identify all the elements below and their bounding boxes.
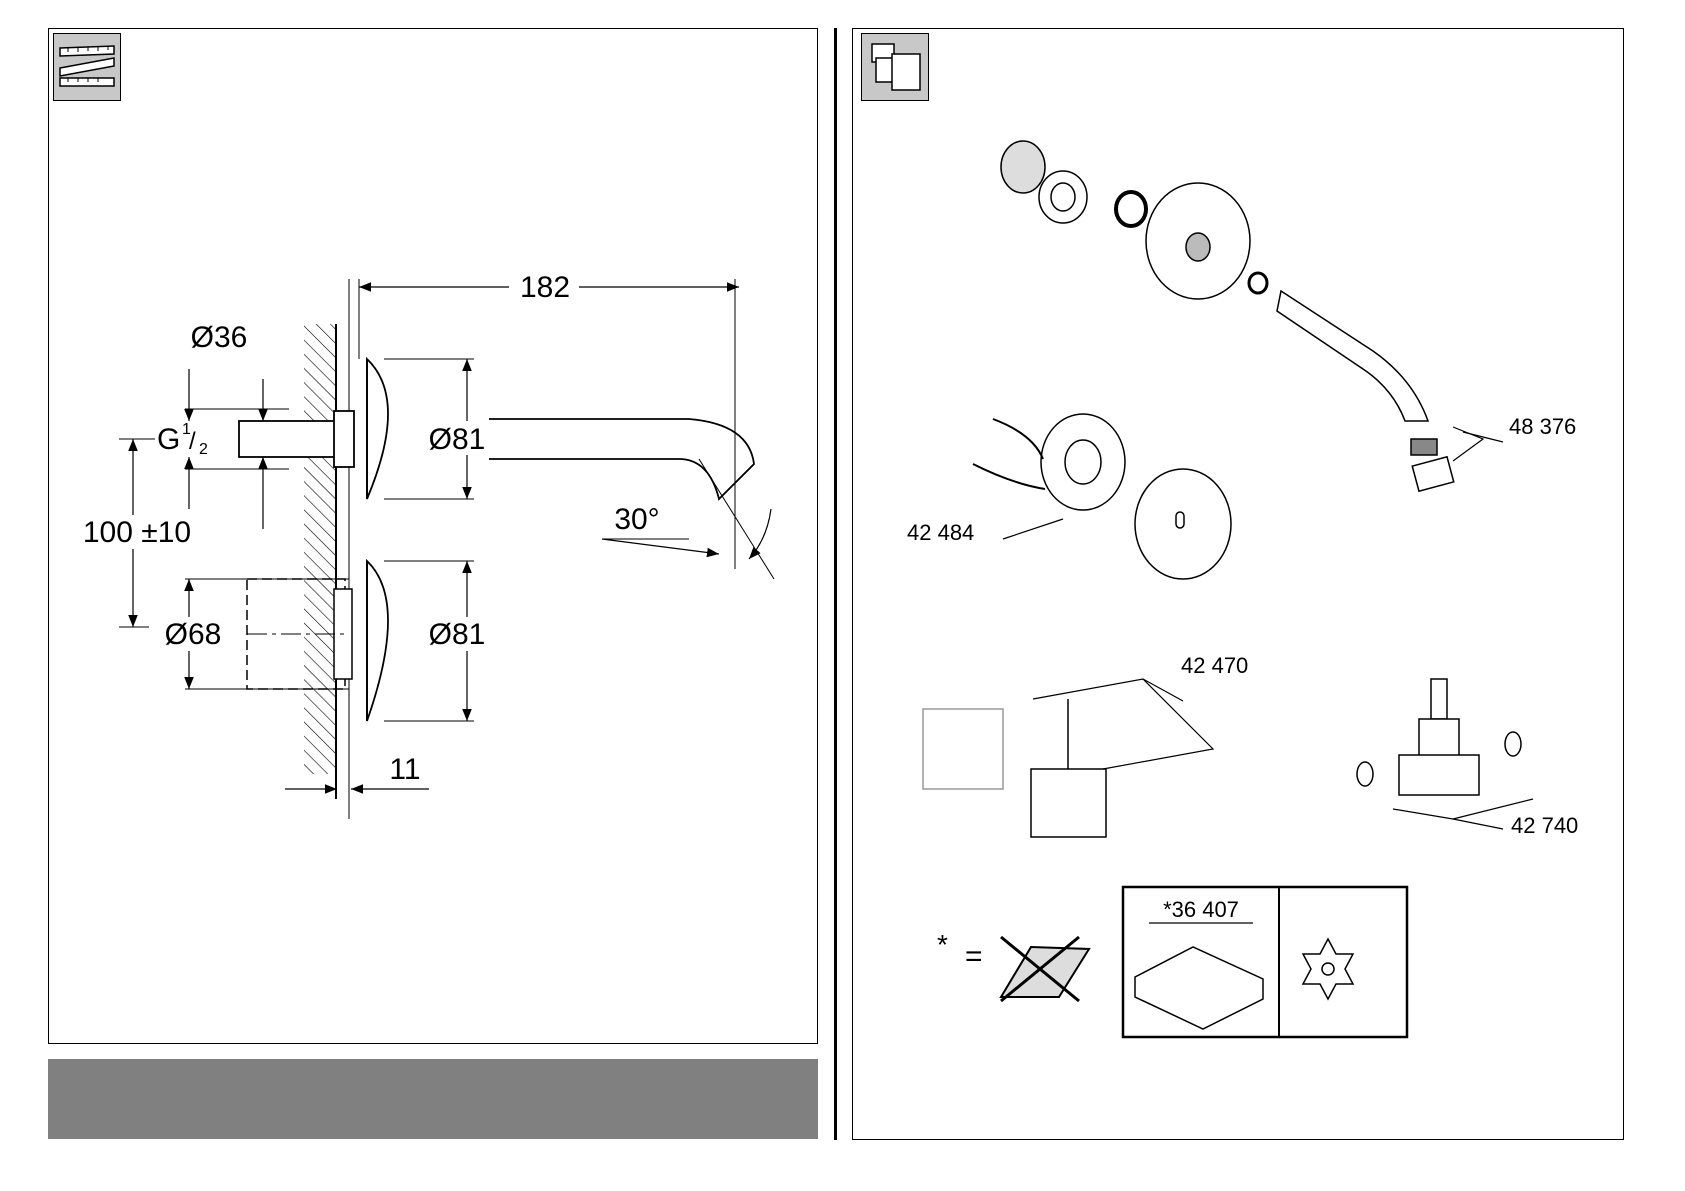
remote-part-number: *36 407 [1163,897,1239,922]
panel-divider [834,28,837,1140]
lower-rosette [367,561,388,721]
equals-symbol: = [965,940,983,973]
upper-rosette [367,359,388,499]
aerator-part-number: 48 376 [1509,414,1576,439]
thread-label: G 1 / 2 [157,421,208,458]
svg-text:/: / [189,428,196,455]
crossed-out-catalog-icon [1001,937,1089,1001]
spout-arm [1277,291,1428,421]
footer-bar [48,1059,818,1139]
pipe-diameter-label: Ø36 [191,321,248,354]
solenoid-valve [1357,679,1521,795]
dimension-drawing: 182 Ø81 Ø36 G 1 / 2 100 ± [49,29,817,1043]
cover-plate [1146,183,1250,299]
control-box [923,699,1106,837]
aerator-part [1411,439,1437,455]
rosette-top-label: Ø81 [429,423,486,456]
depth-label: 11 [389,753,420,786]
gear-icon [1303,939,1353,999]
o-ring-large [1116,192,1146,226]
parts-drawing: 48 376 42 484 42 470 42 740 * = *36 407 [853,29,1623,1139]
sensor-mount [1041,414,1125,510]
wall-hatching [304,324,336,774]
body-diameter-label: Ø68 [165,618,222,651]
rosette-bottom-label: Ø81 [429,618,486,651]
sensor-part-number: 42 484 [907,520,974,545]
svg-text:G: G [157,423,180,456]
spout [489,419,754,499]
angle-label: 30° [614,503,659,536]
dimensions-panel: 182 Ø81 Ø36 G 1 / 2 100 ± [48,28,818,1044]
asterisk-symbol: * [937,929,948,960]
box-part-number: 42 470 [1181,653,1248,678]
wall-connector [1001,141,1087,223]
svg-text:2: 2 [199,441,208,458]
o-ring-small [1249,273,1267,293]
valve-part-number: 42 740 [1511,813,1578,838]
length-dimension [359,273,739,569]
spare-parts-panel: 48 376 42 484 42 470 42 740 * = *36 407 [852,28,1624,1140]
length-label: 182 [520,271,570,304]
sensor-cover [1135,469,1231,579]
pipe-stub [239,421,339,457]
sensor-cable [973,419,1045,489]
spacing-label: 100 ±10 [83,516,191,549]
